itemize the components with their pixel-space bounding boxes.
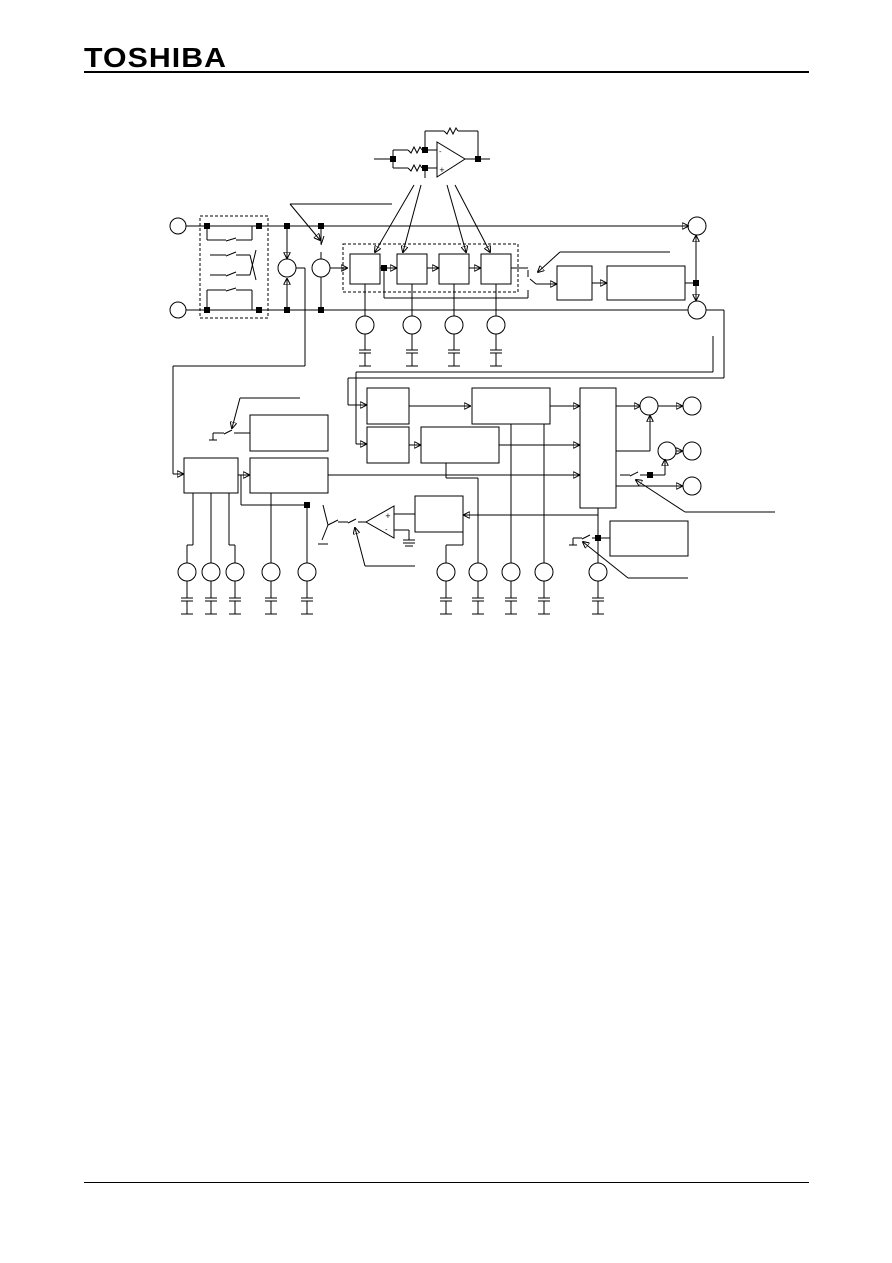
opamp-inset: - +	[374, 126, 490, 178]
footer-rule	[84, 1182, 809, 1183]
filter-chain-box	[342, 243, 519, 293]
pin-right-bottom	[687, 300, 707, 320]
pin-out-1a	[639, 396, 659, 416]
filter-block-2	[396, 253, 428, 285]
svg-text:-: -	[439, 148, 442, 156]
lower-left-block-c	[249, 457, 329, 494]
svg-text:+: +	[385, 512, 391, 520]
logic-block	[606, 265, 686, 301]
pin-right-top	[687, 216, 707, 236]
pin-left-top	[169, 217, 187, 235]
pin-mid-2	[311, 258, 331, 278]
lower-right-block	[609, 520, 689, 557]
lower-left-block-a	[249, 414, 329, 452]
svg-text:+: +	[439, 166, 445, 174]
lower-block-a	[366, 387, 410, 425]
filter-cap-pins	[355, 284, 506, 367]
lower-left-block-b	[183, 457, 239, 494]
output-matrix-block	[579, 387, 617, 509]
bottom-cap-pins	[177, 424, 608, 615]
comparator-ref-block	[414, 495, 464, 533]
filter-block-1	[349, 253, 381, 285]
lower-block-d	[420, 426, 500, 464]
opamp-pointers	[289, 184, 490, 252]
detector-block	[556, 265, 593, 301]
pin-out-2b	[682, 441, 702, 461]
header-rule	[84, 71, 809, 73]
pin-out-1b	[682, 396, 702, 416]
pin-out-2a	[657, 441, 677, 461]
input-selector-switch	[186, 215, 696, 319]
filter-block-4	[480, 253, 512, 285]
toshiba-logo: TOSHIBA	[84, 42, 228, 73]
pin-left-bottom	[169, 301, 187, 319]
svg-text:-: -	[385, 526, 388, 534]
pin-mid-1	[277, 258, 297, 278]
pin-out-3	[682, 476, 702, 496]
lower-block-b	[366, 426, 410, 464]
filter-block-3	[438, 253, 470, 285]
lower-block-c	[471, 387, 551, 425]
